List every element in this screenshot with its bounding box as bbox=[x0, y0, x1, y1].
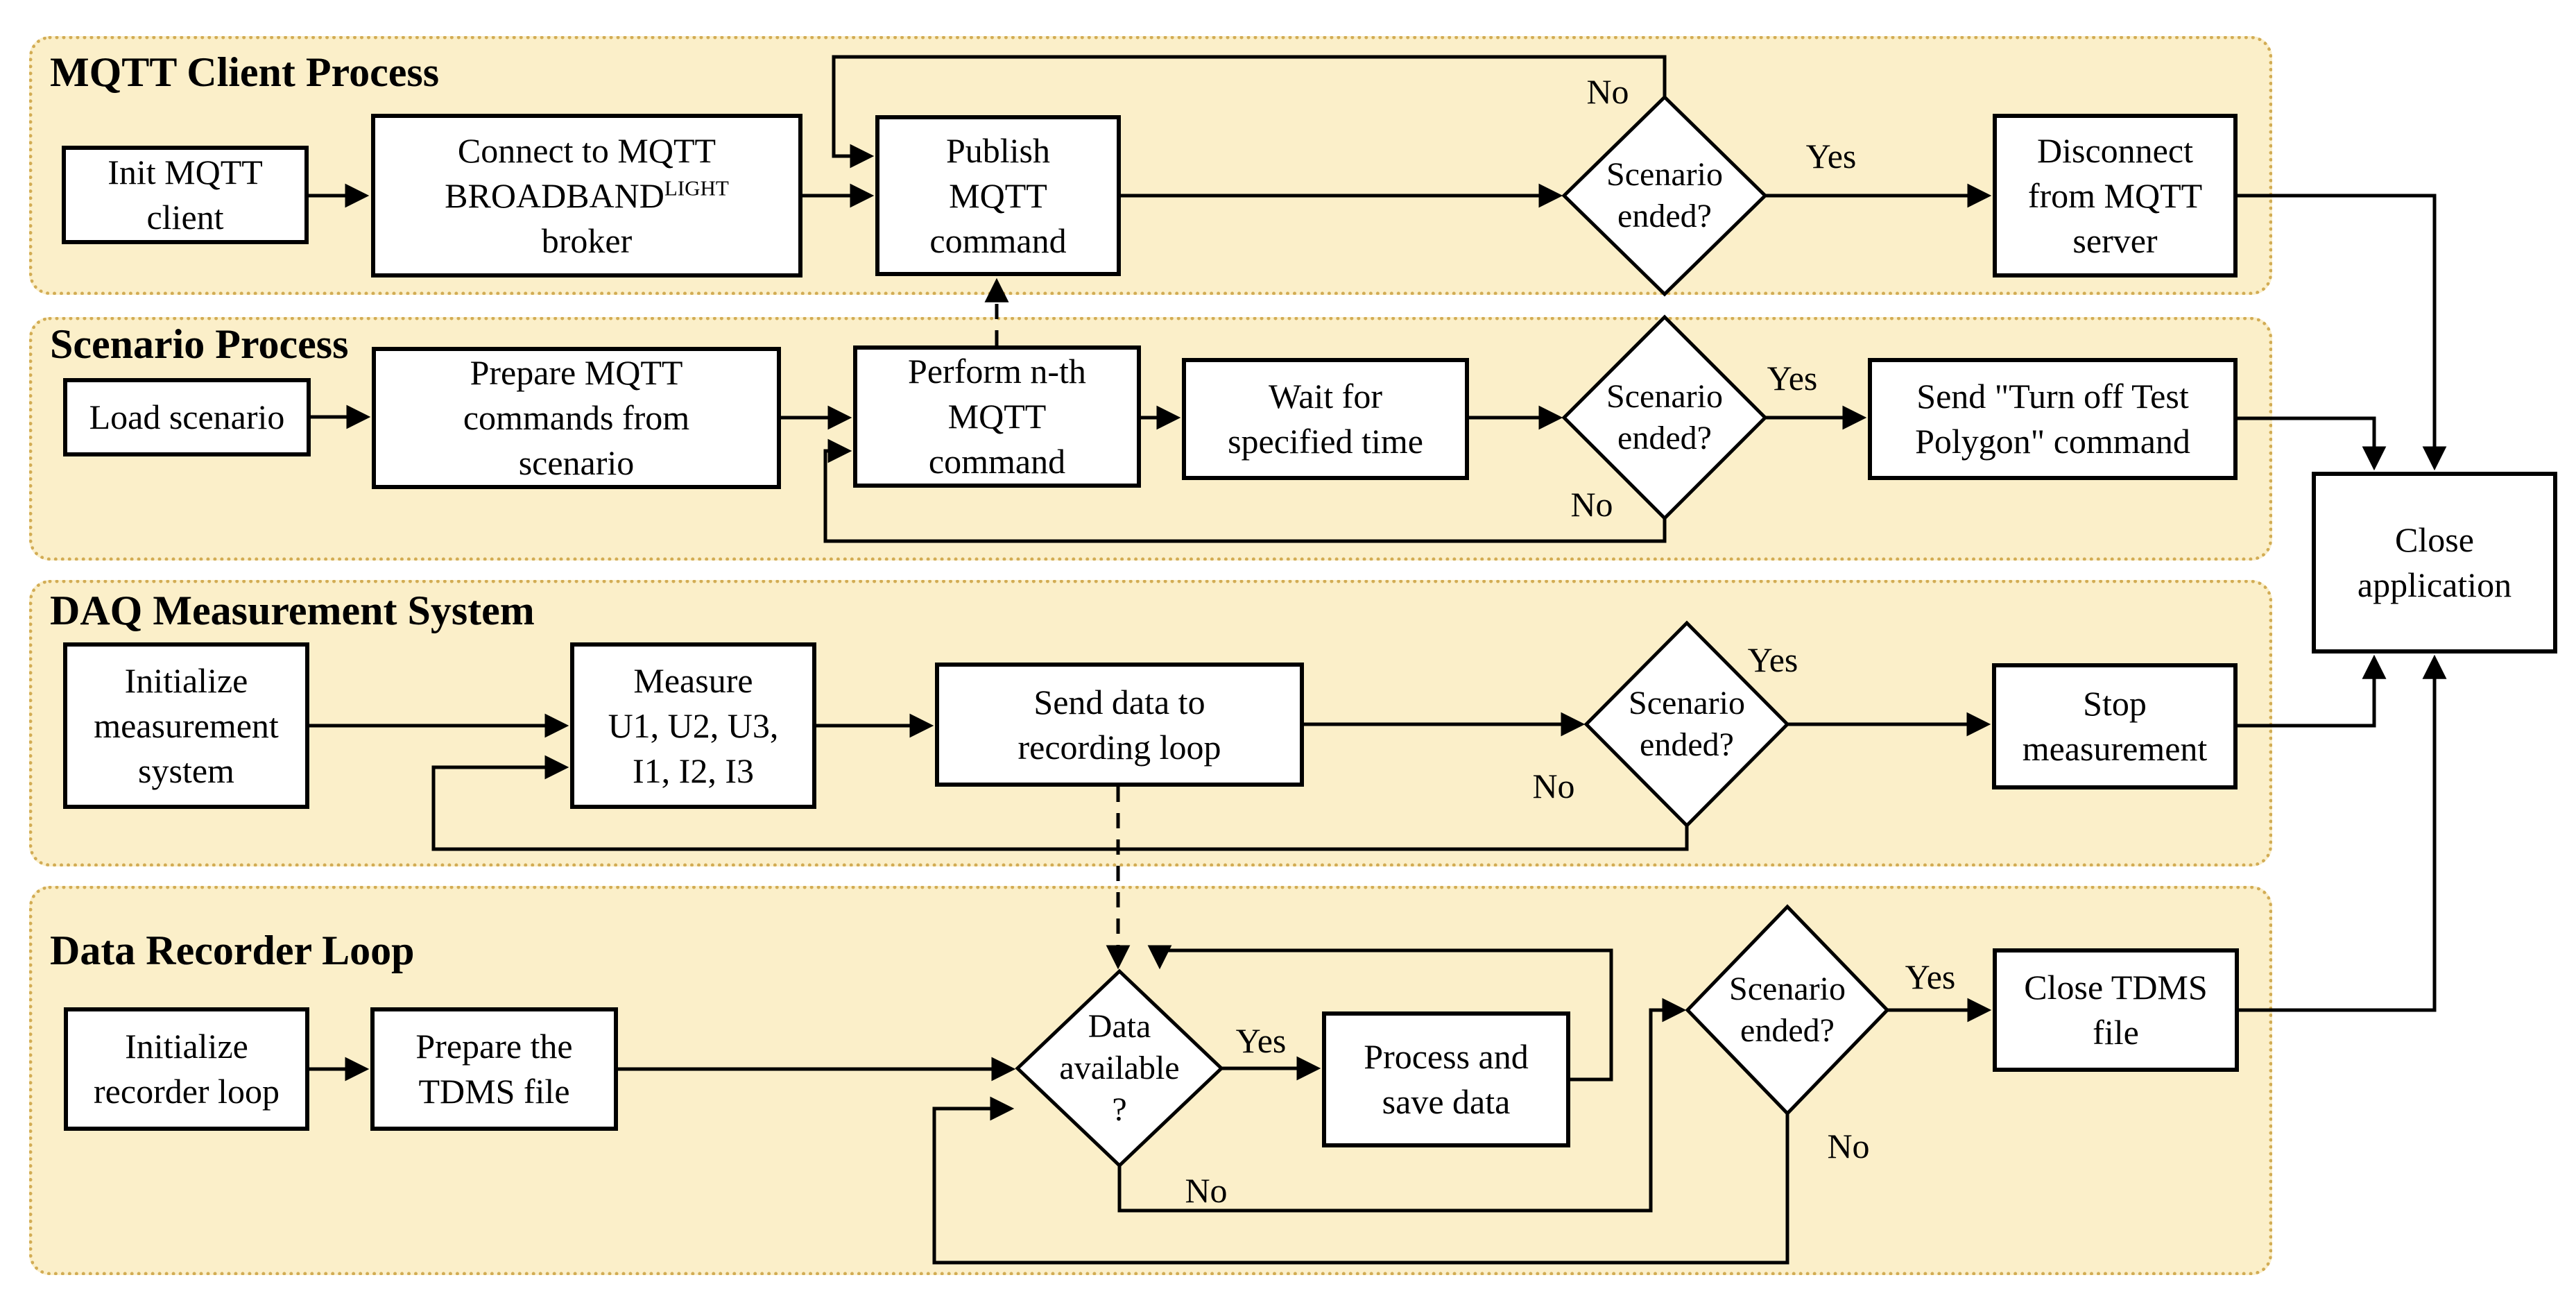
edge-disconnect-to-close-application bbox=[2238, 194, 2447, 471]
node-init-mqtt-client: Init MQTT client bbox=[62, 146, 309, 244]
edge-label-yes-4-scenario: Yes bbox=[1905, 957, 1956, 996]
edge-scenario-ended-2-no-loop-to-perform bbox=[823, 438, 1667, 543]
edge-scenario-ended-4-no-loop-to-data-available bbox=[932, 1096, 1789, 1265]
node-load-scenario: Load scenario bbox=[63, 378, 311, 456]
edge-label-yes-1: Yes bbox=[1805, 137, 1857, 176]
node-stop-measurement: Stop measurement bbox=[1992, 663, 2238, 789]
edge-label-no-1: No bbox=[1586, 72, 1629, 111]
node-disconnect-server: Disconnect from MQTT server bbox=[1993, 114, 2238, 277]
lane-title-data-recorder-loop: Data Recorder Loop bbox=[50, 928, 415, 973]
node-initialize-recorder-loop: Initialize recorder loop bbox=[64, 1007, 309, 1131]
connect-line3: broker bbox=[541, 221, 633, 260]
node-prepare-mqtt-commands: Prepare MQTT commands from scenario bbox=[372, 347, 781, 489]
edge-label-no-4-scenario: No bbox=[1827, 1127, 1870, 1165]
edge-label-no-4-data: No bbox=[1185, 1171, 1228, 1210]
node-wait-specified-time: Wait for specified time bbox=[1182, 358, 1469, 480]
decision-label-scenario-ended-2: Scenario ended? bbox=[1606, 378, 1723, 456]
decision-label-scenario-ended-3: Scenario ended? bbox=[1629, 685, 1745, 763]
decision-label-scenario-ended-1: Scenario ended? bbox=[1606, 156, 1723, 234]
decision-data-available bbox=[1015, 968, 1224, 1168]
edge-label-no-2: No bbox=[1570, 485, 1613, 524]
connect-line2: BROADBANDLIGHT bbox=[445, 173, 729, 219]
decision-label-data-available: Data available ? bbox=[1059, 1008, 1180, 1128]
decision-scenario-ended-1 bbox=[1561, 94, 1768, 297]
decision-scenario-ended-2 bbox=[1561, 314, 1768, 521]
edge-label-yes-2: Yes bbox=[1767, 359, 1818, 398]
edge-send-turn-off-to-close-application bbox=[2238, 416, 2387, 471]
node-measure-channels: Measure U1, U2, U3, I1, I2, I3 bbox=[570, 642, 816, 809]
node-process-save-data: Process and save data bbox=[1322, 1011, 1570, 1147]
node-prepare-tdms-file: Prepare the TDMS file bbox=[370, 1007, 618, 1131]
node-send-turn-off-command: Send "Turn off Test Polygon" command bbox=[1868, 358, 2238, 480]
node-perform-nth-command: Perform n-th MQTT command bbox=[853, 345, 1141, 488]
node-connect-broker: Connect to MQTT BROADBANDLIGHT broker bbox=[371, 114, 802, 277]
edge-label-yes-3: Yes bbox=[1747, 640, 1798, 679]
node-initialize-measurement-system: Initialize measurement system bbox=[63, 642, 309, 809]
lane-title-scenario-process: Scenario Process bbox=[50, 321, 349, 367]
edge-scenario-ended-1-no-loop-to-publish bbox=[832, 55, 1667, 169]
decision-label-scenario-ended-4: Scenario ended? bbox=[1729, 971, 1846, 1049]
edge-scenario-ended-3-no-loop-to-measure bbox=[431, 755, 1689, 851]
edge-label-no-3: No bbox=[1532, 767, 1575, 805]
connect-brand-sup: LIGHT bbox=[664, 175, 729, 200]
lane-title-mqtt-client-process: MQTT Client Process bbox=[50, 49, 440, 95]
edge-stop-to-close-application bbox=[2238, 654, 2387, 728]
node-send-data-recording-loop: Send data to recording loop bbox=[935, 663, 1304, 787]
edge-close-tdms-to-close-application bbox=[2239, 654, 2447, 1012]
node-publish-mqtt-command: Publish MQTT command bbox=[875, 115, 1121, 276]
connect-line1: Connect to MQTT bbox=[457, 130, 716, 170]
edge-data-available-no-to-scenario-ended-4 bbox=[1117, 998, 1687, 1213]
edge-process-loop-to-data-available bbox=[1147, 945, 1613, 1082]
connect-brand: BROADBAND bbox=[445, 176, 664, 215]
lane-title-daq-measurement-system: DAQ Measurement System bbox=[50, 588, 535, 633]
node-close-application: Close application bbox=[2312, 472, 2557, 654]
decision-scenario-ended-3 bbox=[1583, 620, 1790, 828]
decision-scenario-ended-4 bbox=[1685, 904, 1890, 1116]
edge-label-yes-4-data: Yes bbox=[1235, 1021, 1287, 1060]
node-close-tdms-file: Close TDMS file bbox=[1993, 948, 2239, 1072]
